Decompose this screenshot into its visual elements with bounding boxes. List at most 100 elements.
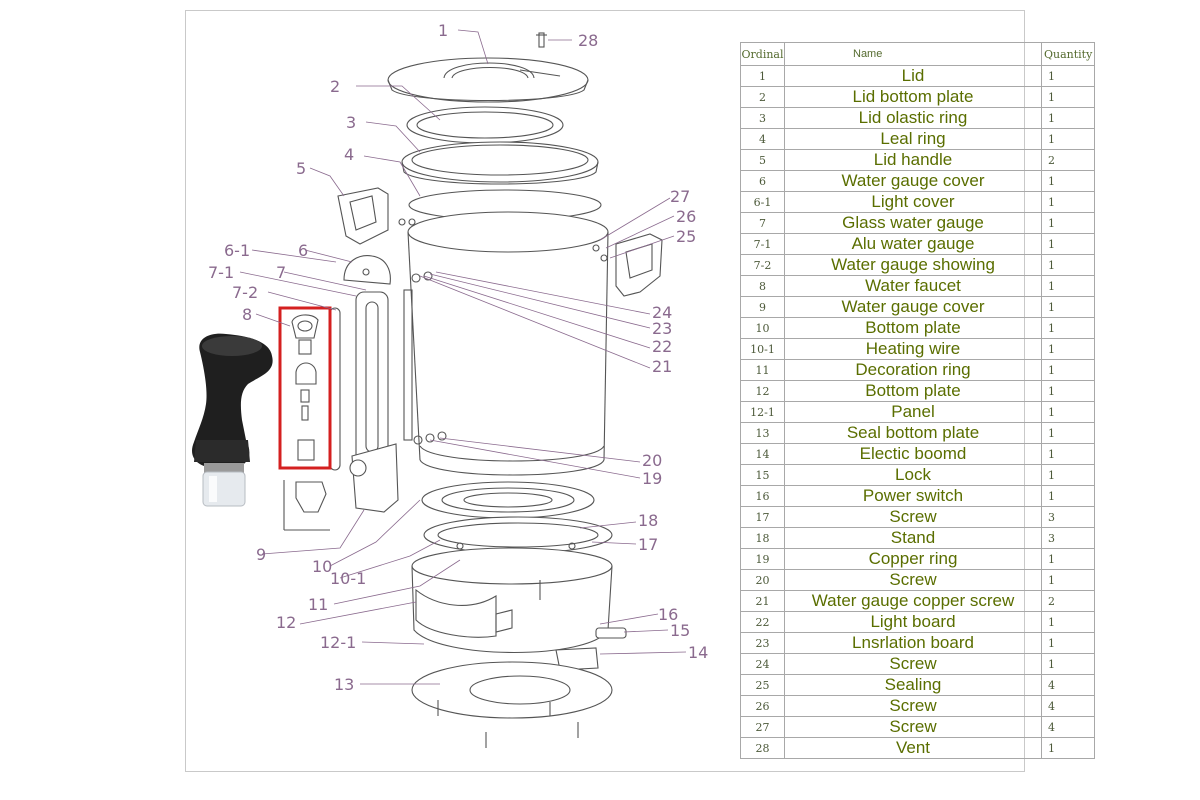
cell-ordinal: 10-1 (740, 338, 785, 360)
cell-ordinal: 27 (740, 716, 785, 738)
callout-15: 15 (670, 621, 690, 640)
callout-22: 22 (652, 337, 672, 356)
cell-name: Screw (784, 695, 1042, 717)
cell-name: Screw (784, 506, 1042, 528)
header-name: Name (784, 42, 1042, 66)
cell-quantity: 1 (1041, 317, 1095, 339)
cell-quantity: 1 (1041, 296, 1095, 318)
cell-ordinal: 24 (740, 653, 785, 675)
cell-ordinal: 2 (740, 86, 785, 108)
cell-quantity: 4 (1041, 716, 1095, 738)
cell-ordinal: 20 (740, 569, 785, 591)
part-vent (536, 32, 547, 48)
cell-quantity: 1 (1041, 653, 1095, 675)
cell-ordinal: 22 (740, 611, 785, 633)
cell-name: Heating wire (784, 338, 1042, 360)
cell-quantity: 1 (1041, 485, 1095, 507)
cell-name: Water gauge showing (784, 254, 1042, 276)
callout-12-1: 12-1 (320, 633, 356, 652)
cell-name: Lid handle (784, 149, 1042, 171)
cell-quantity: 1 (1041, 380, 1095, 402)
cell-quantity: 1 (1041, 401, 1095, 423)
callout-1: 1 (438, 21, 448, 40)
cell-ordinal: 7 (740, 212, 785, 234)
callout-26: 26 (676, 207, 696, 226)
cell-quantity: 1 (1041, 170, 1095, 192)
cell-quantity: 1 (1041, 212, 1095, 234)
cell-quantity: 3 (1041, 527, 1095, 549)
cell-name: Seal bottom plate (784, 422, 1042, 444)
cell-ordinal: 18 (740, 527, 785, 549)
cell-quantity: 4 (1041, 674, 1095, 696)
cell-quantity: 1 (1041, 107, 1095, 129)
cell-name: Light board (784, 611, 1042, 633)
cell-ordinal: 26 (740, 695, 785, 717)
cell-name: Glass water gauge (784, 212, 1042, 234)
callout-9: 9 (256, 545, 266, 564)
cell-ordinal: 16 (740, 485, 785, 507)
cell-ordinal: 4 (740, 128, 785, 150)
callout-leaders (239, 29, 687, 685)
cell-quantity: 1 (1041, 737, 1095, 759)
callout-4: 4 (344, 145, 354, 164)
callout-24: 24 (652, 303, 672, 322)
part-water-gauge-cover-bottom (349, 443, 399, 513)
cell-ordinal: 14 (740, 443, 785, 465)
part-body (398, 211, 609, 476)
callout-10: 10 (312, 557, 332, 576)
cell-quantity: 1 (1041, 569, 1095, 591)
cell-name: Sealing (784, 674, 1042, 696)
cell-ordinal: 5 (740, 149, 785, 171)
callout-labels: 1 2 3 4 5 6-1 6 7-1 7 7-2 8 9 10 10-1 11… (208, 21, 708, 694)
callout-18: 18 (638, 511, 658, 530)
cell-quantity: 1 (1041, 548, 1095, 570)
table-header-row: Ordinal Name Quantity (740, 42, 1095, 66)
cell-ordinal: 1 (740, 65, 785, 87)
part-base (411, 547, 613, 653)
cell-name: Screw (784, 716, 1042, 738)
cell-ordinal: 9 (740, 296, 785, 318)
callout-25: 25 (676, 227, 696, 246)
cell-ordinal: 6 (740, 170, 785, 192)
cell-name: Lid bottom plate (784, 86, 1042, 108)
cell-name: Lid olastic ring (784, 107, 1042, 129)
header-quantity: Quantity (1041, 42, 1095, 66)
cell-ordinal: 7-2 (740, 254, 785, 276)
cell-quantity: 1 (1041, 422, 1095, 444)
cell-name: Lnsrlation board (784, 632, 1042, 654)
callout-19: 19 (642, 469, 662, 488)
part-lid-olastic-ring (401, 141, 599, 185)
cell-quantity: 1 (1041, 359, 1095, 381)
callout-21: 21 (652, 357, 672, 376)
cell-name: Leal ring (784, 128, 1042, 150)
cell-ordinal: 6-1 (740, 191, 785, 213)
cell-quantity: 1 (1041, 65, 1095, 87)
cell-name: Power switch (784, 485, 1042, 507)
callout-20: 20 (642, 451, 662, 470)
callout-7-1: 7-1 (208, 263, 234, 282)
callout-3: 3 (346, 113, 356, 132)
part-lid-handle (337, 187, 663, 297)
cell-name: Water gauge cover (784, 296, 1042, 318)
cell-quantity: 1 (1041, 86, 1095, 108)
cell-name: Water gauge copper screw (784, 590, 1042, 612)
cell-quantity: 2 (1041, 149, 1095, 171)
callout-2: 2 (330, 77, 340, 96)
